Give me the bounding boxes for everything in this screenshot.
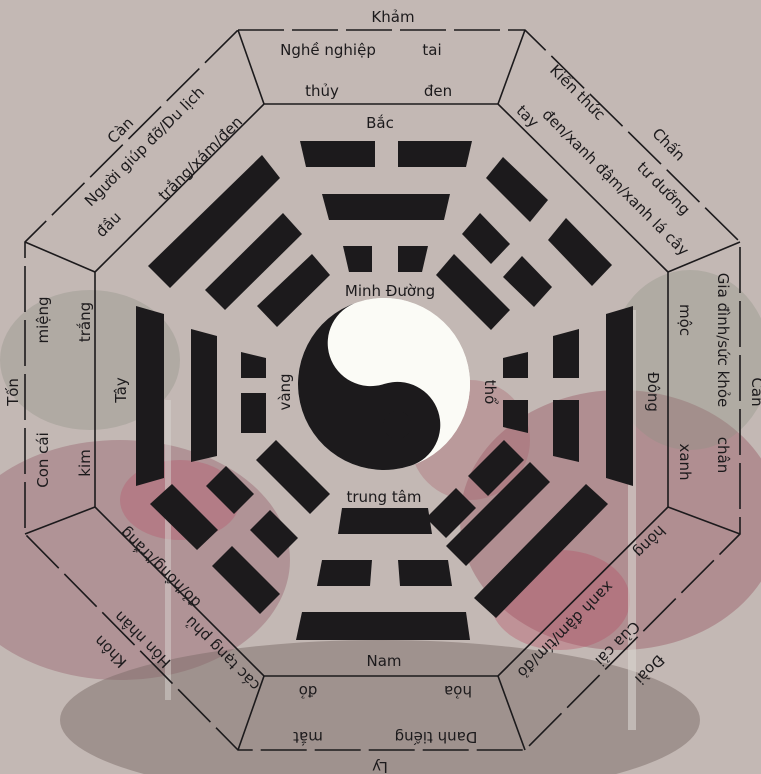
center-top-label: Minh Đường (345, 282, 435, 300)
east-color-label: xanh (676, 443, 694, 480)
trigram-west-line-2 (191, 329, 217, 462)
center-bottom-label: trung tâm (346, 488, 421, 506)
south-trigram-label: Ly (372, 758, 388, 774)
east-element-label: mộc (676, 304, 694, 336)
direction-south-label: Nam (366, 652, 401, 670)
east-aspiration-label: Gia đình/sức khỏe (714, 273, 732, 407)
trigram-north-line-1 (300, 141, 375, 167)
west-element-label: kim (76, 449, 94, 476)
center-right-label: thổ (481, 380, 499, 405)
direction-east-label: Đông (644, 372, 662, 412)
direction-north-label: Bắc (366, 114, 394, 132)
trigram-east-line-3 (553, 400, 579, 462)
trigram-south-line-4 (296, 612, 470, 640)
south-color-label: đỏ (299, 682, 318, 700)
trigram-north-line-2 (398, 141, 472, 167)
west-aspiration-label: Con cái (34, 432, 52, 488)
trigram-west-line-4 (241, 393, 266, 433)
east-body-label: chân (714, 437, 732, 473)
north-trigram-label: Khảm (371, 8, 414, 26)
direction-west-label: Tây (112, 377, 130, 404)
trigram-south-line-1 (338, 508, 432, 534)
west-body-label: miệng (34, 296, 52, 343)
south-body-label: mắt (293, 728, 323, 746)
trigram-east-line-1 (606, 306, 633, 486)
north-body-label: tai (422, 41, 441, 59)
west-trigram-label: Tốn (4, 378, 22, 407)
south-element-label: hỏa (444, 682, 472, 700)
west-color-label: trắng (76, 302, 94, 342)
trigram-west-line-1 (136, 306, 164, 486)
trigram-south-line-2 (317, 560, 372, 586)
center-left-label: vàng (276, 373, 294, 410)
trigram-east-line-2 (553, 329, 579, 378)
north-color-label: đen (424, 82, 452, 100)
south-aspiration-label: Danh tiếng (395, 728, 478, 746)
trigram-south-line-3 (398, 560, 452, 586)
trigram-north-line-3 (322, 194, 450, 220)
north-aspiration-label: Nghề nghiệp (280, 41, 376, 59)
north-element-label: thủy (305, 82, 339, 100)
east-trigram-label: Cấn (748, 377, 761, 406)
